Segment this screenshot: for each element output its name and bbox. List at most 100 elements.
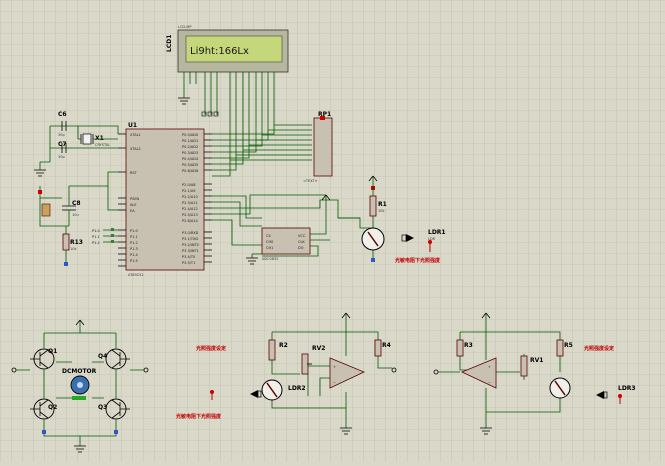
ldr3-sensor[interactable] — [549, 377, 571, 399]
ldr1-sensor[interactable] — [361, 227, 385, 262]
svg-text:PSEN: PSEN — [130, 197, 140, 201]
u3-wires — [251, 194, 331, 258]
lcd-screen-text: Li9ht:166Lx — [190, 46, 249, 57]
svg-text:+: + — [333, 365, 336, 369]
svg-text:P2.6/A14: P2.6/A14 — [182, 219, 198, 223]
r1-ref-label: R1 — [378, 201, 387, 208]
x1-ref-label: X1 — [95, 135, 104, 142]
svg-text:DO: DO — [298, 246, 304, 250]
svg-text:CLK: CLK — [298, 240, 305, 244]
reset-wires — [39, 171, 118, 227]
lcd-pin-markers — [201, 111, 219, 117]
svg-text:LDR: LDR — [428, 237, 436, 241]
svg-text:P3.2/INT0: P3.2/INT0 — [182, 243, 199, 247]
capacitor-c6[interactable]: C6 30p — [58, 111, 67, 137]
resistor-r5[interactable]: R5 — [556, 339, 573, 357]
resistor-r13[interactable]: R13 10k — [62, 226, 83, 266]
opamp-2[interactable]: + − — [461, 357, 497, 389]
svg-text:P1.1: P1.1 — [130, 235, 138, 239]
svg-text:RST: RST — [130, 171, 138, 175]
svg-text:P2.4/A12: P2.4/A12 — [182, 207, 198, 211]
motor-label: DCMOTOR — [62, 368, 97, 375]
rv2-ref-label: RV2 — [312, 345, 325, 352]
rv1-ref-label: RV1 — [530, 357, 543, 364]
svg-text:30p: 30p — [58, 133, 65, 137]
svg-text:P0.5/AD5: P0.5/AD5 — [182, 163, 198, 167]
rp1-ref-label: RP1 — [318, 111, 331, 118]
svg-text:P3.4/T0: P3.4/T0 — [182, 255, 195, 259]
transistor-q3[interactable]: Q3 — [98, 398, 130, 420]
capacitor-c7[interactable]: C7 30p — [58, 141, 67, 159]
r2-ref-label: R2 — [279, 342, 288, 349]
svg-text:XTAL2: XTAL2 — [130, 147, 141, 151]
ldr2-bottom-note: 光敏电阻下光照强度 — [175, 413, 222, 420]
svg-text:10k: 10k — [378, 209, 385, 213]
ldr2-sensor[interactable]: LDR2 — [261, 379, 306, 401]
u1-microcontroller[interactable]: U1 AT89C52 — [125, 122, 205, 277]
svg-text:+: + — [488, 365, 491, 369]
svg-text:P1.5: P1.5 — [130, 259, 138, 263]
svg-text:P3.1/TXD: P3.1/TXD — [182, 237, 198, 241]
dc-motor[interactable]: DCMOTOR — [62, 368, 97, 400]
q1-ref-label: Q1 — [48, 348, 57, 355]
svg-text:P0.4/AD4: P0.4/AD4 — [182, 157, 199, 161]
svg-text:−: − — [333, 381, 336, 385]
opamp-1[interactable]: + − — [329, 357, 365, 389]
resistor-r2[interactable]: R2 — [268, 339, 288, 361]
svg-text:P1.4: P1.4 — [130, 253, 138, 257]
potentiometer-rv2[interactable]: RV2 — [301, 345, 325, 375]
transistor-q2[interactable]: Q2 — [30, 398, 57, 420]
svg-text:EA: EA — [130, 209, 135, 213]
q2-ref-label: Q2 — [48, 404, 57, 411]
ldr1-wires — [338, 175, 378, 258]
ground-symbols — [246, 257, 492, 435]
svg-text:ADC0832: ADC0832 — [262, 257, 278, 261]
lcd-pin-wires — [178, 72, 275, 160]
svg-text:P1.3: P1.3 — [130, 247, 138, 251]
svg-text:10k: 10k — [70, 247, 77, 251]
u1-part-label: AT89C52 — [128, 273, 144, 277]
svg-text:P3.0/RXD: P3.0/RXD — [182, 231, 199, 235]
ldr2-lamp[interactable] — [210, 390, 262, 400]
svg-text:P2.5/A13: P2.5/A13 — [182, 213, 198, 217]
svg-text:P0.0/AD0: P0.0/AD0 — [182, 133, 198, 137]
lcd-display[interactable]: LCD-MP Li9ht:166Lx LCD1 — [166, 25, 289, 73]
svg-text:P2.1/A9: P2.1/A9 — [182, 189, 195, 193]
q3-ref-label: Q3 — [98, 404, 107, 411]
rp1-resistor-pack[interactable]: RP1 <TEXT> — [303, 111, 333, 183]
hbridge-terminals — [11, 367, 149, 434]
r13-ref-label: R13 — [70, 239, 83, 246]
transistor-q4[interactable]: Q4 — [98, 348, 130, 370]
u3-adc[interactable]: U3 CS CH0 CH1 VCC CLK DO ADC0832 — [261, 227, 311, 261]
svg-text:30p: 30p — [58, 155, 65, 159]
svg-text:P3.3/INT1: P3.3/INT1 — [182, 249, 199, 253]
svg-text:XTAL1: XTAL1 — [130, 133, 141, 137]
svg-text:P1.0: P1.0 — [92, 229, 100, 233]
ldr1-lamp[interactable]: LDR1 LDR — [401, 229, 446, 252]
svg-text:P2.3/A11: P2.3/A11 — [182, 201, 198, 205]
resistor-r4[interactable]: R4 — [374, 339, 397, 373]
reset-button[interactable] — [38, 190, 51, 217]
p1-stubs: P1.0 P1.1 P1.2 — [92, 228, 118, 245]
r4-ref-label: R4 — [382, 342, 391, 349]
svg-text:P0.3/AD3: P0.3/AD3 — [182, 151, 198, 155]
svg-text:P1.0: P1.0 — [130, 229, 138, 233]
u1-pins: XTAL1 XTAL2 RST PSEN ALE EA P1.0 P1.1 P1… — [118, 133, 212, 267]
potentiometer-rv1[interactable]: RV1 — [520, 355, 543, 377]
r3-ref-label: R3 — [464, 342, 473, 349]
ldr1-ref-label: LDR1 — [428, 229, 446, 236]
u1-ref-label: U1 — [128, 122, 137, 129]
x1-part-label: CRYSTAL — [95, 143, 110, 147]
svg-text:−: − — [488, 381, 491, 385]
c6-ref-label: C6 — [58, 111, 67, 118]
ldr2-ref-label: LDR2 — [288, 385, 306, 392]
ldr3-lamp[interactable]: LDR3 — [596, 385, 636, 404]
lcd-ref-label: LCD1 — [166, 35, 173, 52]
svg-text:<TEXT>: <TEXT> — [303, 179, 318, 183]
svg-text:P2.0/A8: P2.0/A8 — [182, 183, 195, 187]
resistor-r3[interactable]: R3 — [433, 339, 473, 375]
svg-text:P1.2: P1.2 — [130, 241, 138, 245]
transistor-q1[interactable]: Q1 — [30, 348, 57, 370]
svg-text:P1.2: P1.2 — [92, 241, 100, 245]
